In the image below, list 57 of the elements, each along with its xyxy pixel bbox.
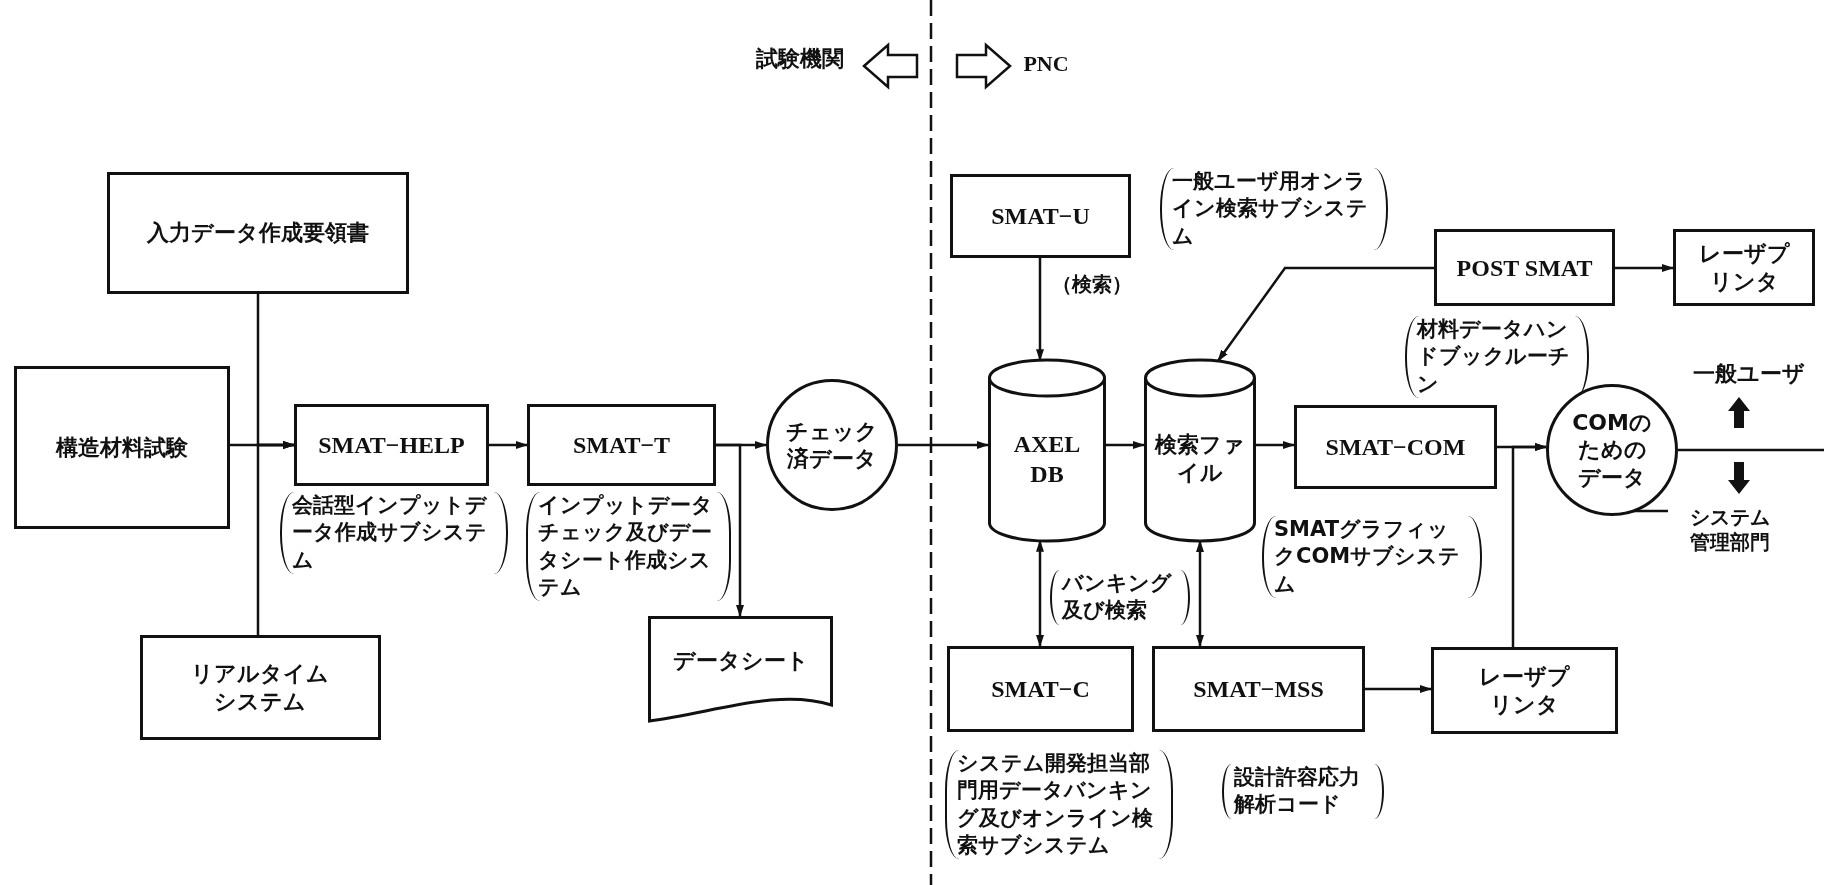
node-label: SMAT−C bbox=[990, 675, 1091, 704]
node-label: SMAT−HELP bbox=[317, 431, 466, 460]
caption-text: バンキング及び検索 bbox=[1050, 570, 1190, 625]
process-box bbox=[107, 172, 409, 294]
arrow bbox=[489, 441, 528, 449]
caption-text: システム開発担当部門用データバンキング及びオンライン検索サブシステム bbox=[945, 750, 1173, 860]
arrow bbox=[1036, 539, 1044, 647]
arrow bbox=[716, 443, 744, 617]
arrow bbox=[1511, 443, 1548, 647]
data-circle bbox=[1546, 384, 1678, 516]
process-box bbox=[1434, 229, 1615, 306]
process-box bbox=[1152, 646, 1365, 732]
arrow bbox=[898, 441, 989, 449]
node-label: SMAT−U bbox=[990, 202, 1091, 231]
process-box bbox=[140, 635, 381, 740]
node-label: AXEL DB bbox=[1012, 429, 1082, 489]
arrow bbox=[1256, 441, 1295, 449]
node-label: データシート bbox=[671, 646, 810, 675]
process-box bbox=[947, 646, 1134, 732]
arrow bbox=[1106, 441, 1145, 449]
node-label: 構造材料試験 bbox=[54, 433, 189, 462]
node-label: SMAT−MSS bbox=[1192, 675, 1325, 704]
process-box bbox=[1673, 229, 1815, 306]
process-box bbox=[950, 174, 1131, 258]
node-label: レーザプリンタ bbox=[1697, 240, 1791, 295]
node-label: 入力データ作成要領書 bbox=[146, 219, 370, 247]
arrow bbox=[256, 441, 295, 635]
node-label: レーザプリンタ bbox=[1478, 663, 1571, 718]
label-text: PNC bbox=[1022, 50, 1070, 78]
node-label: SMAT−T bbox=[571, 431, 672, 460]
node-label: 検索ファイル bbox=[1153, 431, 1246, 486]
node-label: POST SMAT bbox=[1455, 253, 1594, 283]
caption-text: SMATグラフィックCOMサブシステム bbox=[1262, 516, 1482, 598]
database-cylinder bbox=[988, 360, 1106, 541]
process-box bbox=[1294, 405, 1497, 489]
arrow bbox=[1036, 258, 1044, 362]
caption-text: 一般ユーザ用オンライン検索サブシステム bbox=[1160, 168, 1388, 250]
node-label: チェック済データ bbox=[785, 417, 879, 473]
label-text: システム管理部門 bbox=[1689, 505, 1771, 555]
caption-text: 設計許容応力解析コード bbox=[1222, 764, 1384, 819]
arrow bbox=[1196, 540, 1204, 647]
process-box bbox=[294, 404, 489, 486]
caption-text: 会話型インプットデータ作成サブシステム bbox=[280, 492, 508, 574]
node-label: COMのためのデータ bbox=[1571, 408, 1653, 492]
caption-text: インプットデータチェック及びデータシート作成システム bbox=[526, 492, 731, 602]
node-label: SMAT−COM bbox=[1324, 433, 1467, 462]
node-label: リアルタイムシステム bbox=[190, 660, 331, 715]
label-text: 一般ユーザ bbox=[1692, 360, 1806, 388]
process-box bbox=[527, 404, 716, 486]
process-box bbox=[1431, 647, 1618, 734]
process-box bbox=[14, 366, 230, 529]
database-cylinder bbox=[1144, 360, 1256, 541]
data-circle bbox=[766, 379, 898, 511]
arrow bbox=[1217, 266, 1434, 362]
arrow bbox=[1615, 264, 1674, 272]
arrow bbox=[1365, 685, 1432, 693]
label-text: 試験機関 bbox=[754, 45, 845, 73]
